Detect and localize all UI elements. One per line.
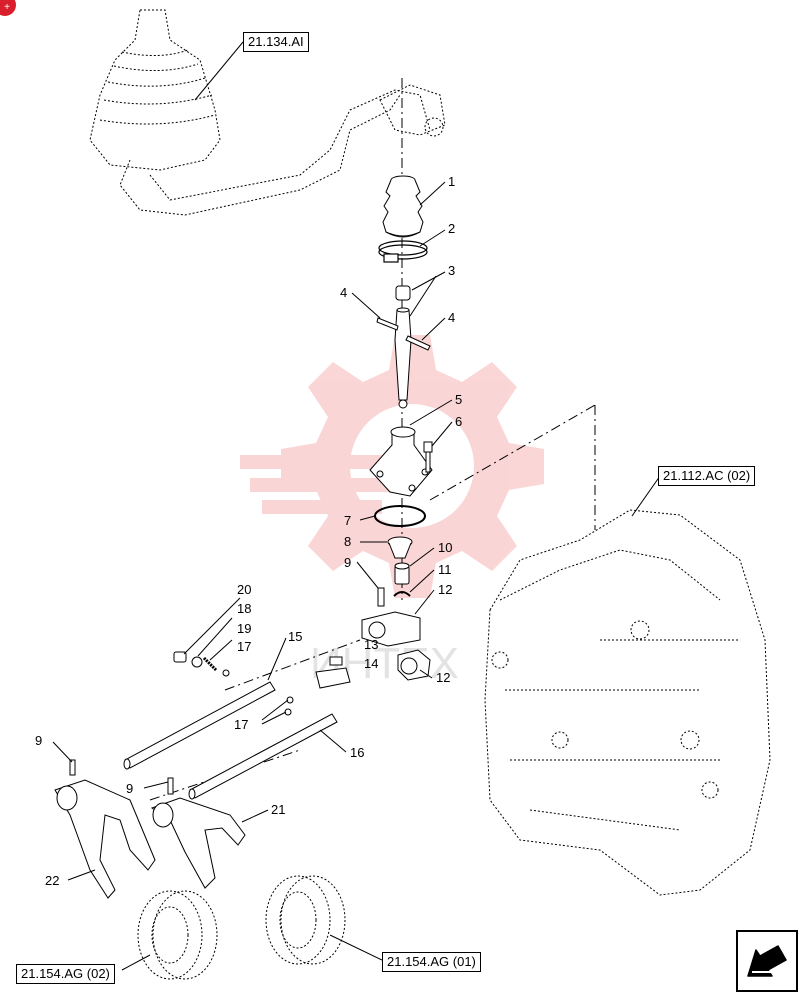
callout-17-lower: 17 [234,717,249,732]
arrow-down-left-icon [747,945,787,977]
centerline-housing [429,404,596,501]
callout-19: 19 [237,621,252,636]
callout-4-left: 4 [340,285,348,300]
part-18-20-detent [173,651,230,677]
callout-10: 10 [438,540,453,555]
synchronizer-left [137,890,218,980]
part-9-roll-pin [377,587,385,607]
callout-5: 5 [455,392,463,407]
part-12-selector-block-upper [361,611,421,647]
part-12-selector-block-lower [397,649,431,681]
callout-7: 7 [344,513,352,528]
previous-page-button[interactable] [736,930,798,992]
callout-9-mid: 9 [126,781,134,796]
part-13-14-plate-bolt [315,656,351,689]
callout-21: 21 [271,802,286,817]
reference-21-112-ac-02[interactable]: 21.112.AC (02) [658,466,756,486]
callout-2: 2 [448,221,456,236]
centerline-shaft [224,639,361,691]
part-2-clamp [378,240,428,263]
part-5-guide-housing [369,426,433,497]
part-22-shift-fork [54,779,156,899]
part-15-selector-rod [123,681,276,770]
reference-21-134-ai[interactable]: 21.134.AI [243,32,309,52]
part-9-fork-pin-right [167,777,174,795]
callout-6: 6 [455,414,463,429]
part-17-detent-balls [284,696,294,716]
reference-21-154-ag-02[interactable]: 21.154.AG (02) [16,964,115,984]
part-6-bolt [423,441,433,473]
part-9-fork-pin-left [69,759,76,776]
callout-1: 1 [448,174,456,189]
part-4-pins [376,317,431,351]
callout-3: 3 [448,263,456,278]
leader-lines [52,41,661,971]
centerline-fork [149,749,301,801]
reference-21-154-ag-01[interactable]: 21.154.AG (01) [382,952,481,972]
part-21-shift-fork [150,797,246,889]
transmission-housing [484,509,771,896]
callout-17-upper: 17 [237,639,252,654]
gear-lever-assembly [89,9,446,216]
callout-11: 11 [438,562,452,577]
callout-13: 13 [364,637,379,652]
corner-badge[interactable]: + [0,0,16,16]
synchronizer-right [265,875,346,965]
callout-20: 20 [237,582,252,597]
callout-16: 16 [350,745,365,760]
part-3-lever-shaft [394,285,412,409]
callout-9-top: 9 [344,555,352,570]
part-11-circlip [393,591,411,597]
callout-22: 22 [45,873,60,888]
part-10-bush [394,562,410,585]
part-8-spring-seat [387,536,413,559]
callout-14: 14 [364,656,379,671]
callout-8: 8 [344,534,352,549]
callout-12-lower: 12 [436,670,451,685]
part-1-boot [382,175,424,238]
callout-15: 15 [288,629,303,644]
callout-9-left: 9 [35,733,43,748]
callout-12-upper: 12 [438,582,453,597]
part-16-selector-rod [188,713,338,800]
callout-4-right: 4 [448,310,456,325]
callout-18: 18 [237,601,252,616]
